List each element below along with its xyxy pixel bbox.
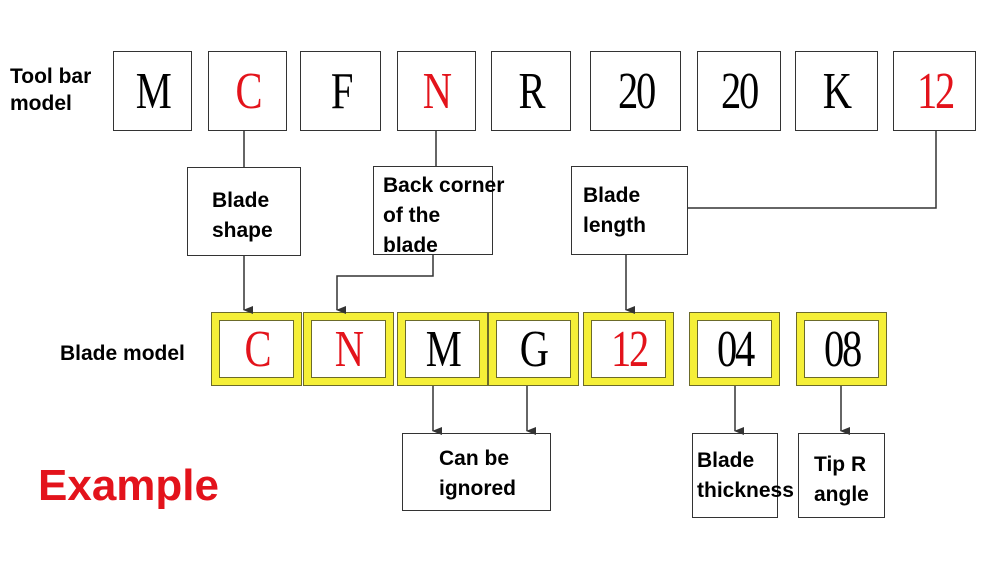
blade-code-6: 04 [689, 312, 780, 386]
blade-length-box: Blade length [571, 166, 688, 255]
back-corner-box: Back corner of the blade [373, 166, 504, 257]
blade-code-3: M [397, 312, 488, 386]
blade-code-5: 12 [583, 312, 674, 386]
blade-shape-box: Blade shape [187, 167, 301, 256]
blade-model-label: Blade model [60, 342, 185, 365]
blade-code-4: G [488, 312, 579, 386]
tool-bar-code-text: 20 [617, 62, 656, 120]
tool-bar-code-4: N [397, 51, 476, 131]
tool-bar-code-text: 20 [721, 62, 759, 120]
tool-bar-code-text: K [823, 62, 852, 120]
blade-code-7: 08 [796, 312, 887, 386]
tool-bar-code-text: 12 [916, 62, 955, 120]
tool-bar-code-text: F [330, 62, 353, 120]
tool-bar-code-1: M [113, 51, 192, 131]
blade-code-text: 12 [610, 320, 649, 378]
tip-r-angle-box: Tip R angle [798, 433, 885, 518]
tool-bar-code-8: K [795, 51, 878, 131]
blade-thickness-box: Blade thickness [692, 433, 794, 518]
tool-bar-code-2: C [208, 51, 287, 131]
blade-code-text: N [335, 320, 364, 378]
blade-code-text: G [520, 320, 549, 378]
blade-code-text: 04 [716, 320, 755, 378]
tool-bar-model-label: Tool bar model [10, 65, 92, 115]
blade-code-text: M [425, 320, 462, 378]
tool-bar-code-text: C [235, 62, 262, 120]
blade-code-text: C [244, 320, 271, 378]
blade-code-text: 08 [823, 320, 862, 378]
tool-bar-code-7: 20 [697, 51, 781, 131]
blade-code-1: C [211, 312, 302, 386]
tool-bar-code-5: R [491, 51, 571, 131]
tool-bar-code-text: N [423, 62, 452, 120]
can-be-ignored-box: Can be ignored [402, 433, 551, 511]
blade-code-2: N [303, 312, 394, 386]
tool-bar-code-text: M [135, 62, 172, 120]
tool-bar-code-text: R [518, 62, 546, 120]
tool-bar-code-9: 12 [893, 51, 976, 131]
example-label: Example [38, 461, 219, 510]
tool-bar-code-3: F [300, 51, 381, 131]
tool-bar-code-6: 20 [590, 51, 681, 131]
